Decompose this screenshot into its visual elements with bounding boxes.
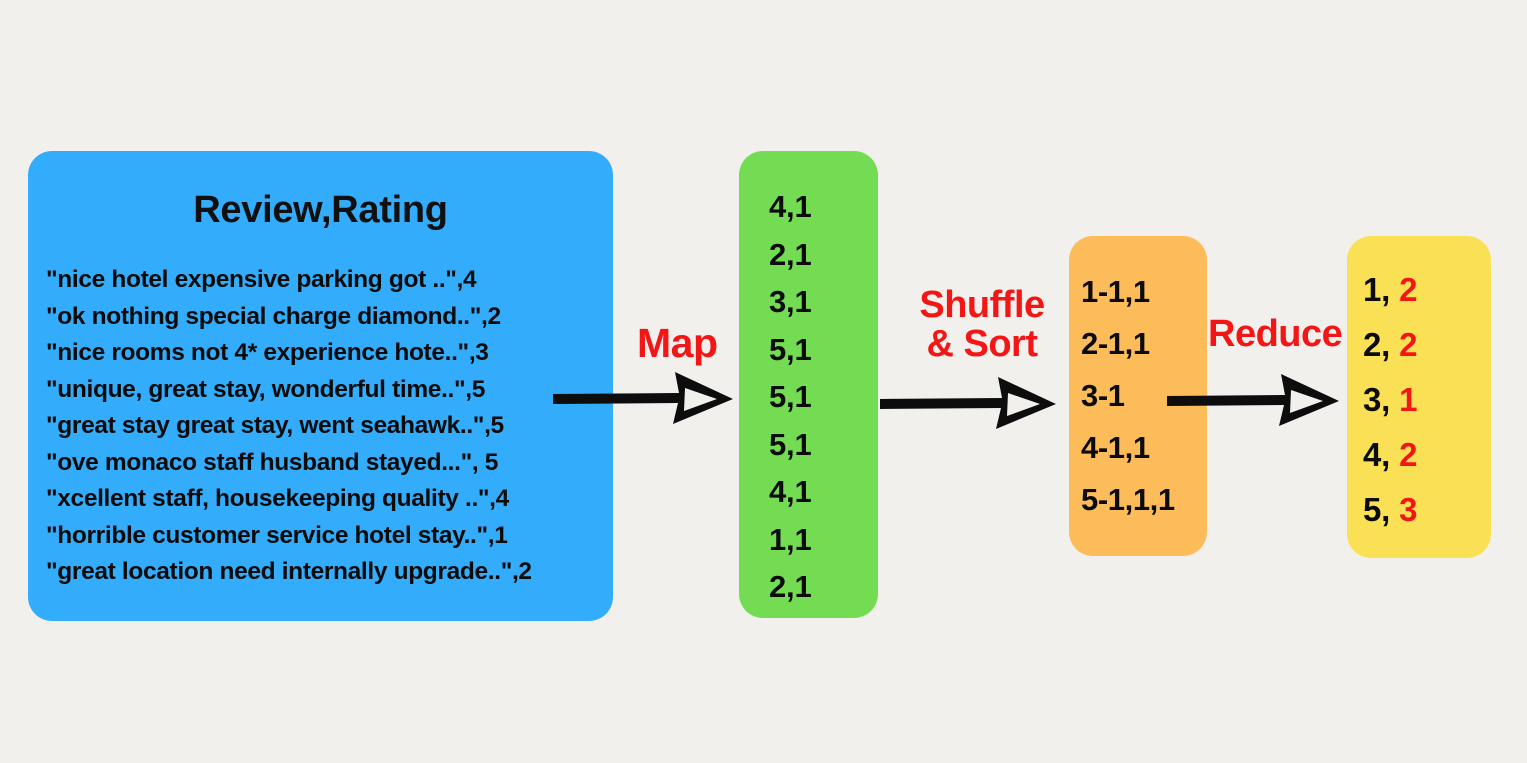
arrow-right-icon [1167,374,1339,426]
shuffle-sort-arrow [878,373,1063,433]
reduce-count: 3 [1399,491,1418,528]
reduce-arrow [1165,370,1345,430]
reduce-count: 2 [1399,271,1418,308]
list-item: 4, 2 [1347,427,1491,482]
list-item: 5,1 [769,331,812,367]
input-title: Review,Rating [193,189,448,231]
list-item: "great location need internally upgrade.… [46,558,532,585]
reduce-key: 2, [1363,326,1400,363]
list-item: 1-1,1 [1081,274,1150,309]
list-item: 2,1 [769,569,812,604]
list-item: 2,1 [769,236,812,272]
arrow-right-icon [553,372,733,424]
list-item: "ok nothing special charge diamond..",2 [46,302,501,330]
input-row-list: "nice hotel expensive parking got ..",4 … [28,262,613,591]
list-item: "ove monaco staff husband stayed...", 5 [46,448,499,476]
list-item: "horrible customer service hotel stay.."… [46,521,508,549]
reduce-key: 1, [1363,271,1400,308]
reduce-count: 1 [1399,381,1418,418]
reduce-stage-label: Reduce [1208,313,1343,355]
reduce-row-list: 1, 2 2, 2 3, 1 4, 2 5, 3 [1347,236,1491,537]
list-item: 2, 2 [1347,317,1491,372]
shuffle-sort-stage-label: Shuffle & Sort [919,284,1045,365]
reduce-key: 3, [1363,381,1400,418]
list-item: 5, 3 [1347,482,1491,537]
shuffle-row-list: 1-1,1 2-1,1 3-1 4-1,1 5-1,1,1 [1069,236,1207,526]
list-item: 5-1,1,1 [1081,482,1175,517]
list-item: 5,1 [769,426,812,462]
map-output-box: 4,1 2,1 3,1 5,1 5,1 5,1 4,1 1,1 2,1 [739,151,878,618]
arrow-right-icon [880,377,1056,429]
list-item: 2-1,1 [1081,326,1150,361]
reduce-output-box: 1, 2 2, 2 3, 1 4, 2 5, 3 [1347,236,1491,558]
reduce-key: 4, [1363,436,1400,473]
list-item: 4,1 [769,189,812,224]
list-item: "nice rooms not 4* experience hote..",3 [46,339,489,366]
list-item: 1, 2 [1347,262,1491,317]
list-item: 3-1 [1081,378,1125,413]
list-item: 4,1 [769,474,812,509]
map-arrow [551,368,741,428]
reduce-count: 2 [1399,326,1418,363]
list-item: "great stay great stay, went seahawk..",… [46,412,504,439]
list-item: 4-1,1 [1081,430,1150,465]
list-item: 1,1 [769,521,812,557]
list-item: 3,1 [769,284,812,319]
reduce-count: 2 [1399,436,1418,473]
input-dataset-box: Review,Rating "nice hotel expensive park… [28,151,613,621]
list-item: "nice hotel expensive parking got ..",4 [46,266,477,293]
map-row-list: 4,1 2,1 3,1 5,1 5,1 5,1 4,1 1,1 2,1 [739,151,878,611]
list-item: "unique, great stay, wonderful time..",5 [46,375,485,403]
list-item: "xcellent staff, housekeeping quality ..… [46,485,509,512]
list-item: 5,1 [769,379,812,414]
map-stage-label: Map [637,320,718,366]
list-item: 3, 1 [1347,372,1491,427]
reduce-key: 5, [1363,491,1400,528]
